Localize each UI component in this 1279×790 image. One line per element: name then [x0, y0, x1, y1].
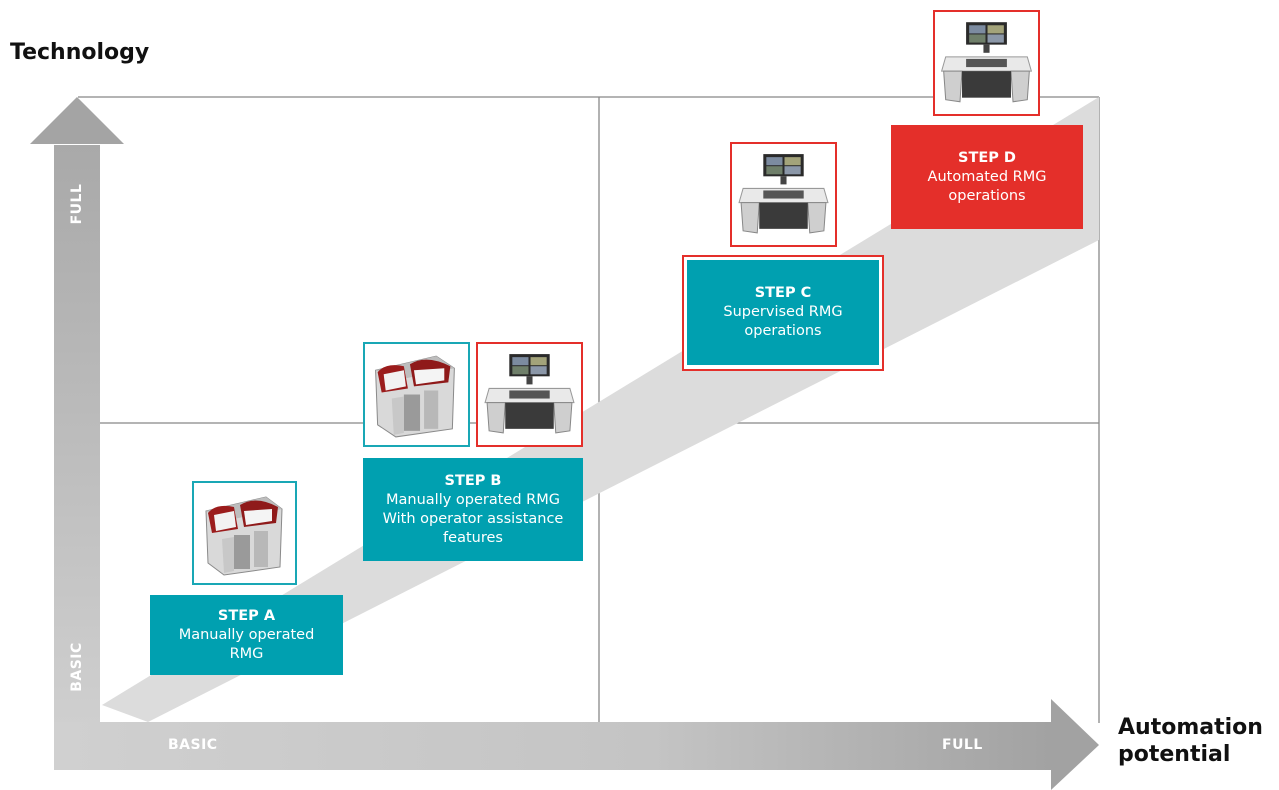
step-b-line3: features: [443, 529, 503, 546]
step-b-box: STEP B Manually operated RMG With operat…: [363, 458, 583, 561]
step-d-box: STEP D Automated RMG operations: [891, 125, 1083, 229]
remote-operator-desk-icon: [738, 154, 829, 234]
step-a-line2: RMG: [229, 645, 264, 662]
step-c-box: STEP C Supervised RMG operations: [687, 260, 879, 365]
step-c-line2: operations: [744, 323, 822, 339]
x-axis-title: Automation potential: [1118, 714, 1263, 768]
step-b-image-desk: [476, 342, 583, 447]
remote-operator-desk-icon: [484, 354, 575, 434]
step-a-box: STEP A Manually operated RMG: [150, 595, 343, 675]
step-a-image: [192, 481, 297, 585]
step-b-line2: With operator assistance: [382, 510, 564, 527]
y-axis-title: Technology: [10, 40, 150, 65]
step-a-title: STEP A: [217, 607, 276, 624]
step-d-line1: Automated RMG: [927, 168, 1047, 185]
step-b-line1: Manually operated RMG: [386, 491, 560, 508]
step-c-line1: Supervised RMG: [723, 304, 843, 320]
x-axis-arrow: [54, 699, 1099, 790]
x-axis-low-label: BASIC: [168, 737, 218, 753]
step-d-line2: operations: [948, 187, 1026, 204]
x-axis-title-line2: potential: [1118, 742, 1231, 767]
step-c-image: [730, 142, 837, 247]
step-c-title: STEP C: [754, 285, 812, 301]
step-d-image: [933, 10, 1040, 116]
y-axis-low-label: BASIC: [69, 642, 85, 692]
step-d-title: STEP D: [958, 149, 1016, 166]
step-b-title: STEP B: [444, 472, 502, 489]
x-axis-title-line1: Automation: [1118, 715, 1263, 740]
step-b-image-cabin: [363, 342, 470, 447]
y-axis-high-label: FULL: [69, 183, 85, 225]
step-a-line1: Manually operated: [178, 626, 315, 643]
rmg-crane-cabin-icon: [205, 496, 283, 576]
remote-operator-desk-icon: [940, 22, 1033, 103]
trend-band: [102, 97, 1099, 722]
x-axis-high-label: FULL: [942, 737, 983, 753]
y-axis-arrow: [30, 97, 124, 770]
rmg-crane-cabin-icon: [375, 355, 455, 438]
